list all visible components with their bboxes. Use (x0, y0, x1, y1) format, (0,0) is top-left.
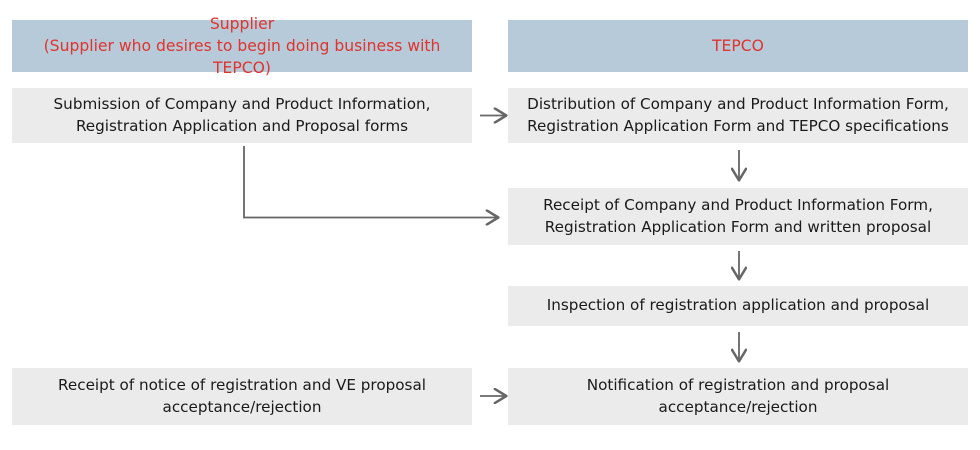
node-tepco-receipt: Receipt of Company and Product Informati… (508, 188, 968, 245)
node-tepco-notification: Notification of registration and proposa… (508, 368, 968, 425)
connector-submission-to-receipt (243, 146, 498, 218)
node-tepco-distribution-label: Distribution of Company and Product Info… (527, 94, 949, 135)
node-supplier-submission-label: Submission of Company and Product Inform… (53, 94, 431, 135)
node-tepco-distribution: Distribution of Company and Product Info… (508, 88, 968, 143)
column-header-supplier-label: Supplier (Supplier who desires to begin … (43, 14, 441, 78)
node-tepco-inspection: Inspection of registration application a… (508, 286, 968, 326)
node-tepco-inspection-label: Inspection of registration application a… (546, 296, 930, 315)
column-header-supplier: Supplier (Supplier who desires to begin … (12, 15, 472, 77)
column-header-tepco: TEPCO (508, 20, 968, 72)
node-supplier-receipt-notice-label: Receipt of notice of registration and VE… (58, 375, 426, 416)
node-supplier-receipt-notice: Receipt of notice of registration and VE… (12, 368, 472, 425)
column-header-tepco-label: TEPCO (712, 36, 764, 55)
node-tepco-receipt-label: Receipt of Company and Product Informati… (543, 195, 933, 236)
node-supplier-submission: Submission of Company and Product Inform… (12, 88, 472, 143)
node-tepco-notification-label: Notification of registration and proposa… (586, 375, 890, 416)
